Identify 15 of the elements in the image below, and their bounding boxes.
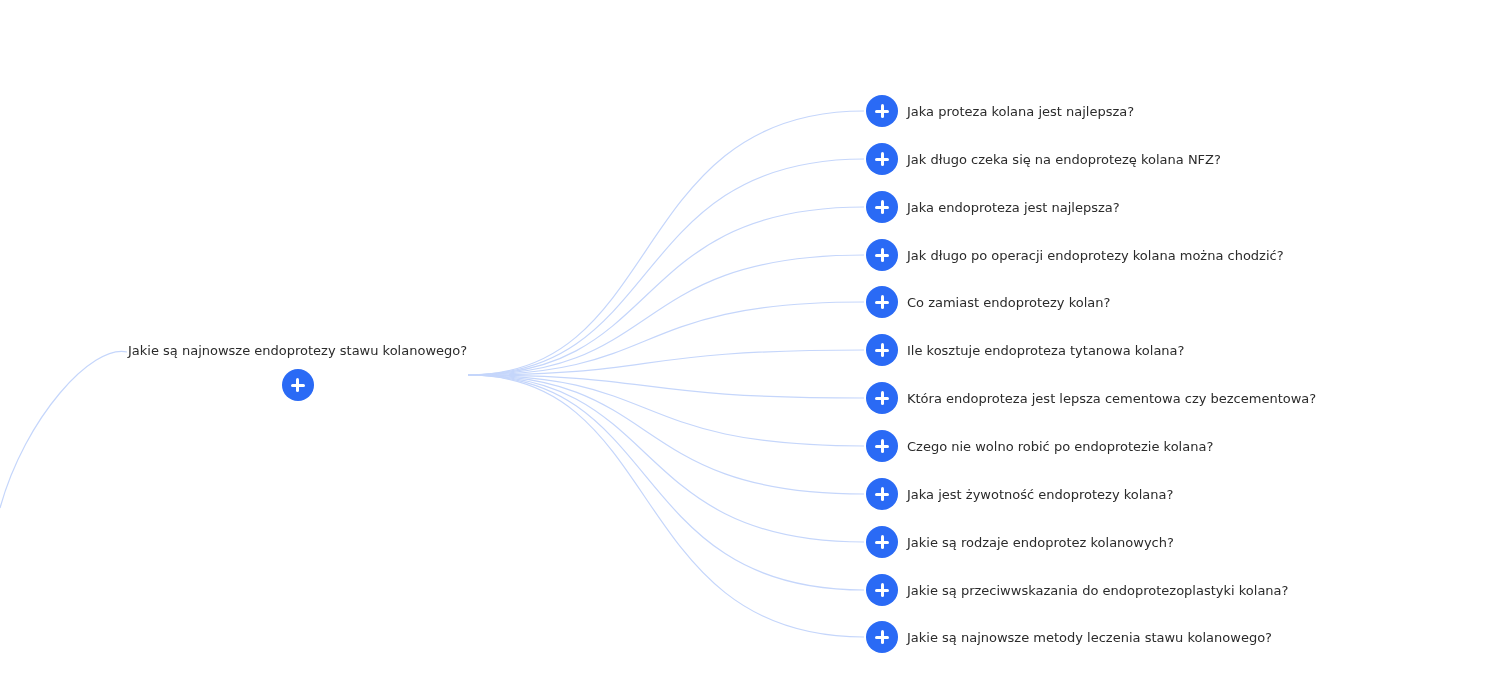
question-text: Jakie są najnowsze metody leczenia stawu kolanowego? [907, 629, 1272, 645]
question-text: Jaka endoproteza jest najlepsza? [907, 199, 1120, 215]
question-text: Co zamiast endoprotezy kolan? [907, 294, 1111, 310]
question-text: Jak długo po operacji endoprotezy kolana można chodzić? [907, 247, 1284, 263]
question-text: Jakie są rodzaje endoprotez kolanowych? [907, 534, 1174, 550]
question-text: Jakie są przeciwwskazania do endoprotezoplastyki kolana? [907, 582, 1289, 598]
connector-curve [0, 351, 128, 509]
topic-text: Jakie są najnowsze endoprotezy stawu kolanowego? [128, 343, 468, 358]
question-text: Która endoproteza jest lepsza cementowa czy bezcementowa? [907, 390, 1317, 406]
question-text: Ile kosztuje endoproteza tytanowa kolana? [907, 342, 1185, 358]
question-text: Jak długo czeka się na endoprotezę kolana NFZ? [907, 151, 1221, 167]
connector-curve [467, 374, 865, 638]
question-text: Czego nie wolno robić po endoprotezie kolana? [907, 438, 1214, 454]
question-text: Jaka jest żywotność endoprotezy kolana? [907, 486, 1174, 502]
question-text: Jaka proteza kolana jest najlepsza? [907, 103, 1135, 119]
